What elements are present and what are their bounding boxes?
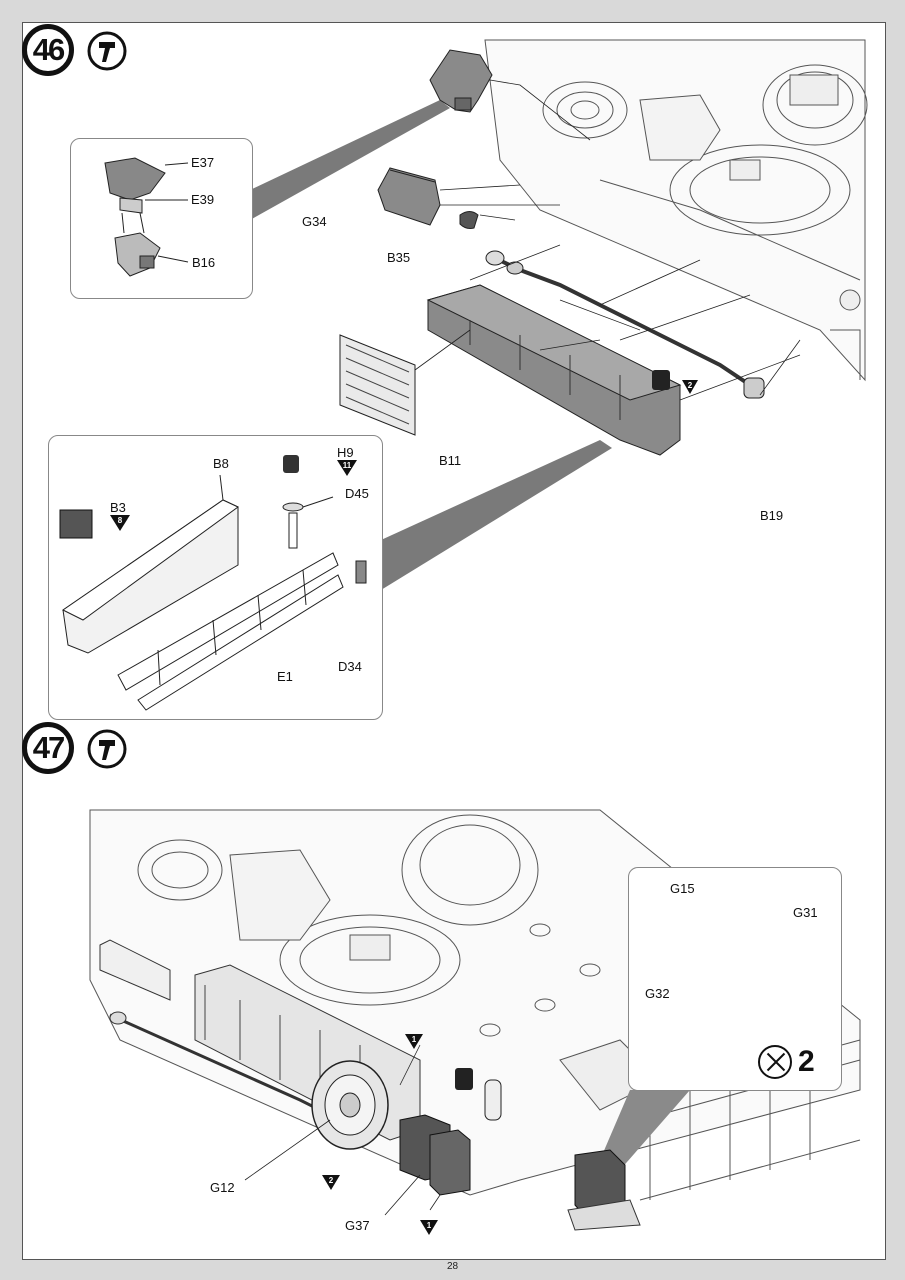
quantity-marker-chain: 2 bbox=[682, 380, 698, 394]
inset-b8-drawing bbox=[59, 455, 367, 711]
cement-glue-icon bbox=[87, 729, 127, 769]
inset-jerrycan-detail bbox=[628, 867, 842, 1091]
quantity-marker-h9: 11 bbox=[337, 460, 357, 476]
step-number-46: 46 bbox=[22, 24, 74, 76]
label-b3: B3 bbox=[110, 500, 126, 515]
label-g15: G15 bbox=[670, 881, 695, 896]
part-b35 bbox=[459, 211, 479, 229]
part-g37 bbox=[399, 1114, 471, 1196]
label-g34: G34 bbox=[302, 214, 327, 229]
quantity-marker-1b: 1 bbox=[420, 1220, 438, 1235]
label-g32: G32 bbox=[645, 986, 670, 1001]
step-number-47: 47 bbox=[22, 722, 74, 774]
callout-wedge-jerrycan bbox=[600, 1090, 690, 1170]
part-h9-light-47 bbox=[455, 1068, 502, 1121]
guide-lines-46 bbox=[414, 79, 801, 401]
label-b19: B19 bbox=[760, 508, 784, 523]
make-times-marker: 2 bbox=[758, 1045, 815, 1079]
part-e37-assembly bbox=[429, 49, 493, 113]
label-h9: H9 bbox=[337, 445, 354, 460]
label-d34: D34 bbox=[338, 659, 362, 674]
label-e37: E37 bbox=[191, 155, 215, 170]
callout-wedge-e37 bbox=[250, 100, 450, 220]
label-b11: B11 bbox=[439, 453, 462, 468]
label-b8: B8 bbox=[213, 456, 229, 471]
cement-glue-icon bbox=[87, 31, 127, 71]
label-g37: G37 bbox=[345, 1218, 370, 1233]
label-b35: B35 bbox=[387, 250, 411, 265]
quantity-marker-b3: 8 bbox=[110, 515, 130, 531]
label-b16: B16 bbox=[192, 255, 216, 270]
inset-e37-drawing bbox=[104, 157, 189, 277]
label-e39: E39 bbox=[191, 192, 215, 207]
part-b11-grille bbox=[339, 334, 416, 436]
part-g12-wheel bbox=[311, 1060, 389, 1150]
label-g12: G12 bbox=[210, 1180, 235, 1195]
label-d45: D45 bbox=[345, 486, 369, 501]
mounted-jerrycan bbox=[567, 1149, 641, 1231]
callout-wedge-b8 bbox=[381, 440, 612, 590]
part-g34 bbox=[377, 167, 441, 226]
page-number: 28 bbox=[446, 1261, 459, 1272]
label-g31: G31 bbox=[793, 905, 818, 920]
part-b19-chain bbox=[485, 250, 765, 399]
make-times-icon bbox=[758, 1045, 792, 1079]
guide-lines-47 bbox=[244, 1044, 441, 1216]
part-b8-box-assembly bbox=[426, 284, 682, 456]
quantity-marker-2: 2 bbox=[322, 1175, 340, 1190]
quantity-marker-1a: 1 bbox=[405, 1034, 423, 1049]
inset-e37-detail bbox=[70, 138, 253, 299]
hull-outline-46 bbox=[484, 39, 868, 382]
label-e1: E1 bbox=[277, 669, 293, 684]
make-count: 2 bbox=[798, 1045, 815, 1078]
